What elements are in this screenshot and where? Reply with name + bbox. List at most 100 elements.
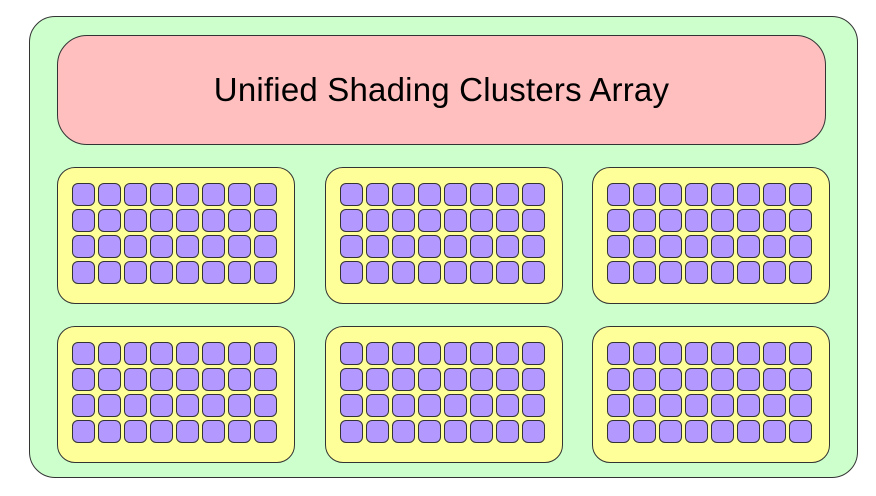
shader-core (254, 342, 277, 365)
shader-core (150, 368, 173, 391)
shader-core (150, 235, 173, 258)
shader-core (202, 235, 225, 258)
shader-core (418, 368, 441, 391)
shader-core (659, 261, 682, 284)
shader-core (254, 209, 277, 232)
shader-core (685, 342, 708, 365)
shader-core (124, 394, 147, 417)
shader-core (685, 394, 708, 417)
shader-core (254, 261, 277, 284)
shader-core (763, 368, 786, 391)
shader-core (150, 420, 173, 443)
shader-core (150, 183, 173, 206)
shader-core (470, 261, 493, 284)
shader-core (737, 420, 760, 443)
shader-core (72, 183, 95, 206)
shader-core (176, 261, 199, 284)
shading-cluster (325, 326, 563, 463)
shader-core (254, 183, 277, 206)
shader-core (418, 209, 441, 232)
shader-core (392, 209, 415, 232)
shading-cluster (57, 326, 295, 463)
shader-core (98, 235, 121, 258)
shader-core (633, 261, 656, 284)
shader-core (444, 368, 467, 391)
shader-core (340, 420, 363, 443)
shader-core (607, 368, 630, 391)
shader-core (789, 183, 812, 206)
shader-core (607, 183, 630, 206)
shader-core (392, 420, 415, 443)
shader-core (496, 209, 519, 232)
shader-core (176, 394, 199, 417)
shader-core (470, 235, 493, 258)
shader-core (418, 261, 441, 284)
shader-core (124, 235, 147, 258)
shader-core (124, 209, 147, 232)
shader-core (340, 394, 363, 417)
shader-core (711, 209, 734, 232)
shader-core (392, 342, 415, 365)
shader-core (340, 209, 363, 232)
core-grid (72, 183, 277, 284)
shader-core (659, 235, 682, 258)
shader-core (789, 209, 812, 232)
shader-core (340, 342, 363, 365)
shader-core (72, 261, 95, 284)
shading-cluster (57, 167, 295, 304)
shader-core (366, 394, 389, 417)
shader-core (659, 209, 682, 232)
shader-core (72, 394, 95, 417)
shader-core (254, 235, 277, 258)
shader-core (392, 261, 415, 284)
shader-core (366, 420, 389, 443)
shader-core (737, 261, 760, 284)
shader-core (98, 394, 121, 417)
shader-core (789, 368, 812, 391)
shader-core (176, 209, 199, 232)
shader-core (366, 261, 389, 284)
shader-core (72, 209, 95, 232)
shader-core (659, 342, 682, 365)
shader-core (124, 368, 147, 391)
shader-core (150, 394, 173, 417)
shader-core (392, 368, 415, 391)
shader-core (202, 368, 225, 391)
shader-core (685, 183, 708, 206)
shader-core (124, 342, 147, 365)
core-grid (340, 342, 545, 443)
shader-core (202, 261, 225, 284)
shader-core (228, 235, 251, 258)
shader-core (124, 183, 147, 206)
shader-core (340, 183, 363, 206)
shader-core (522, 368, 545, 391)
shader-core (150, 342, 173, 365)
shader-core (496, 342, 519, 365)
shader-core (522, 261, 545, 284)
shader-core (789, 394, 812, 417)
shader-core (522, 183, 545, 206)
shader-core (711, 420, 734, 443)
shader-core (496, 261, 519, 284)
shader-core (470, 420, 493, 443)
shader-core (340, 235, 363, 258)
shader-core (366, 235, 389, 258)
core-grid (607, 342, 812, 443)
shader-core (202, 394, 225, 417)
core-grid (340, 183, 545, 284)
shader-core (763, 183, 786, 206)
shader-core (633, 394, 656, 417)
shader-core (470, 183, 493, 206)
shader-core (124, 420, 147, 443)
shader-core (607, 394, 630, 417)
shader-core (763, 261, 786, 284)
shader-core (496, 420, 519, 443)
shader-core (522, 342, 545, 365)
shader-core (685, 209, 708, 232)
shader-core (444, 261, 467, 284)
shader-core (496, 235, 519, 258)
shader-core (496, 183, 519, 206)
shader-core (659, 368, 682, 391)
shader-core (607, 342, 630, 365)
shader-core (607, 261, 630, 284)
